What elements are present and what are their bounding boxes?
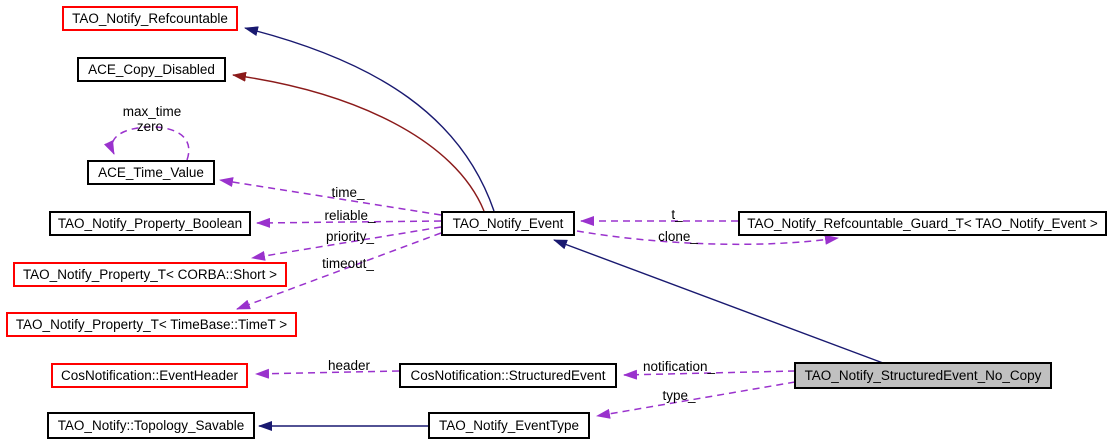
node-tao-notify-topology-savable[interactable]: TAO_Notify::Topology_Savable bbox=[47, 412, 255, 439]
edge-label-timeout: timeout_ bbox=[322, 256, 374, 271]
edge-inherit-event-to-copydisabled bbox=[232, 71, 485, 212]
node-ace-time-value[interactable]: ACE_Time_Value bbox=[87, 160, 215, 185]
edge-label-zero: zero bbox=[136, 119, 164, 134]
edge-inherit-nocopy-to-event bbox=[553, 239, 884, 364]
node-ace-copy-disabled[interactable]: ACE_Copy_Disabled bbox=[77, 57, 226, 82]
edge-usage-priority bbox=[251, 226, 442, 261]
edge-label-clone: clone_ bbox=[658, 229, 698, 244]
edge-usage-clone bbox=[576, 230, 839, 246]
edge-label-header: header bbox=[327, 358, 371, 373]
node-tao-notify-refcountable[interactable]: TAO_Notify_Refcountable bbox=[62, 6, 238, 31]
node-tao-notify-event[interactable]: TAO_Notify_Event bbox=[441, 211, 575, 236]
node-tao-notify-property-boolean[interactable]: TAO_Notify_Property_Boolean bbox=[49, 211, 251, 236]
edge-usage-type bbox=[596, 381, 796, 419]
node-cosnotification-eventheader[interactable]: CosNotification::EventHeader bbox=[51, 363, 248, 388]
edge-label-max-time: max_time bbox=[122, 104, 182, 119]
edge-label-time: time_ bbox=[331, 185, 365, 200]
edge-label-priority: priority_ bbox=[325, 229, 374, 244]
edge-label-type: type_ bbox=[662, 388, 696, 403]
node-tao-notify-refcountable-guard-t[interactable]: TAO_Notify_Refcountable_Guard_T< TAO_Not… bbox=[738, 211, 1107, 236]
edge-usage-timeout bbox=[236, 232, 442, 310]
edge-usage-time bbox=[219, 177, 442, 216]
node-tao-notify-structuredevent-no-copy: TAO_Notify_StructuredEvent_No_Copy bbox=[794, 362, 1052, 389]
edge-label-reliable: reliable_ bbox=[324, 208, 376, 223]
node-cosnotification-structuredevent[interactable]: CosNotification::StructuredEvent bbox=[399, 363, 617, 388]
edge-label-t: t_ bbox=[671, 207, 683, 222]
edge-inherit-event-to-refcountable bbox=[244, 26, 495, 212]
node-tao-notify-property-t-timebase-timet[interactable]: TAO_Notify_Property_T< TimeBase::TimeT > bbox=[6, 312, 297, 337]
node-tao-notify-eventtype[interactable]: TAO_Notify_EventType bbox=[428, 412, 590, 439]
edge-usage-reliable bbox=[256, 217, 442, 228]
node-tao-notify-property-t-corba-short[interactable]: TAO_Notify_Property_T< CORBA::Short > bbox=[13, 262, 287, 287]
edge-usage-notification bbox=[623, 369, 796, 380]
edge-usage-selfloop-timevalue bbox=[103, 126, 190, 161]
edge-label-notification: notification_ bbox=[642, 359, 716, 374]
